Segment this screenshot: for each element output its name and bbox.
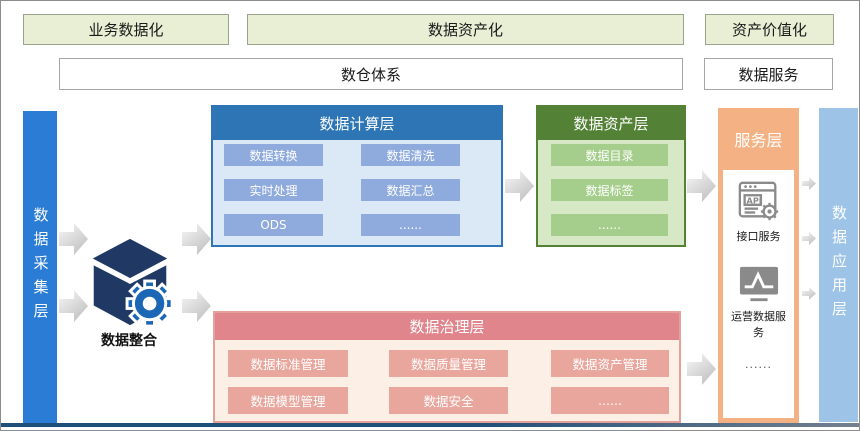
layer-title: 数据资产层 <box>538 107 684 140</box>
layer-label: 数据应用层 <box>830 205 848 325</box>
layer-label: 数据采集层 <box>31 207 50 327</box>
compute-item: 数据转换 <box>224 144 323 166</box>
arrow-right-icon <box>59 223 88 255</box>
compute-item: 数据汇总 <box>361 179 460 201</box>
box-label: 数据服务 <box>738 65 799 84</box>
banner-data-assetization: 数据资产化 <box>247 14 684 45</box>
arrow-right-icon <box>59 290 88 322</box>
box-label: 数仓体系 <box>340 65 401 84</box>
governance-item: 数据质量管理 <box>389 350 508 377</box>
banner-label: 资产价值化 <box>731 21 807 39</box>
governance-item: 数据资产管理 <box>551 350 669 377</box>
governance-item: 数据标准管理 <box>228 350 348 377</box>
governance-item: ...... <box>551 387 669 414</box>
integration-label: 数据整合 <box>101 333 157 349</box>
service-more: ...... <box>745 357 772 371</box>
service-item-label: 接口服务 <box>736 230 781 243</box>
asset-item: 数据标签 <box>551 179 668 201</box>
arrow-right-small-icon <box>802 177 816 190</box>
asset-item: ...... <box>551 214 668 236</box>
compute-item: ...... <box>361 214 460 236</box>
arrow-right-small-icon <box>802 232 816 245</box>
bottom-accent-line <box>1 423 859 427</box>
compute-item: ODS <box>224 214 323 236</box>
service-item-label: 运营数据服务 <box>731 309 786 340</box>
compute-item: 实时处理 <box>224 179 323 201</box>
line-chart-icon <box>739 266 778 301</box>
banner-label: 数据资产化 <box>427 21 503 39</box>
layer-service: 服务层 API <box>718 108 799 424</box>
svg-text:API: API <box>746 195 761 205</box>
banner-asset-valuation: 资产价值化 <box>705 14 834 45</box>
cube-gear-icon <box>92 238 174 328</box>
box-data-service: 数据服务 <box>704 58 833 90</box>
layer-title: 数据计算层 <box>213 107 501 140</box>
arrow-right-icon <box>182 223 211 255</box>
banner-business-datafication: 业务数据化 <box>23 14 229 45</box>
layer-title: 数据治理层 <box>215 313 679 340</box>
layer-data-asset: 数据资产层 数据目录 数据标签 ...... <box>536 105 686 247</box>
layer-data-compute: 数据计算层 数据转换 数据清洗 实时处理 数据汇总 ODS ...... <box>211 105 503 247</box>
layer-data-governance: 数据治理层 数据标准管理 数据质量管理 数据资产管理 数据模型管理 数据安全 .… <box>213 311 681 423</box>
compute-item: 数据清洗 <box>361 144 460 166</box>
asset-item: 数据目录 <box>551 144 668 166</box>
service-panel: API 接口服务 运营数据服务 .... <box>723 170 794 418</box>
layer-title: 服务层 <box>734 131 783 150</box>
layer-data-collection: 数据采集层 <box>23 111 57 423</box>
arrow-right-icon <box>182 290 211 322</box>
arrow-right-icon <box>687 170 716 202</box>
governance-item: 数据安全 <box>389 387 508 414</box>
layer-data-application: 数据应用层 <box>819 108 858 422</box>
arrow-right-icon <box>505 170 534 202</box>
api-icon: API <box>738 181 778 221</box>
arrow-right-icon <box>687 353 716 385</box>
arrow-right-small-icon <box>802 287 816 300</box>
governance-item: 数据模型管理 <box>228 387 348 414</box>
banner-label: 业务数据化 <box>88 21 164 39</box>
box-data-warehouse-system: 数仓体系 <box>59 58 683 90</box>
